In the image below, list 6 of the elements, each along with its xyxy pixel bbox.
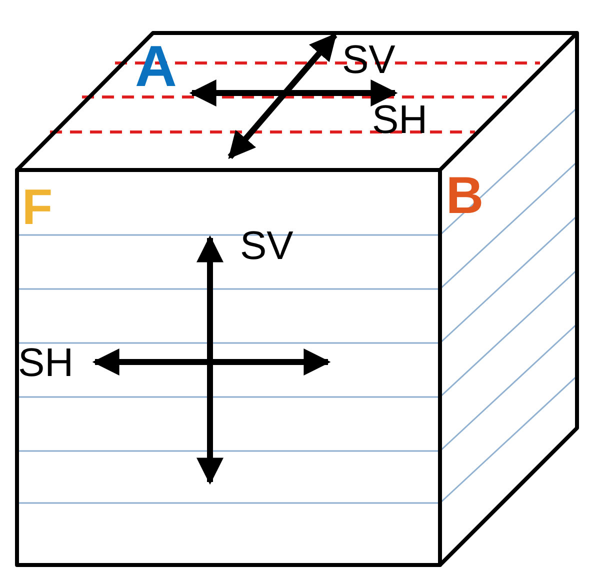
face-label: B	[446, 170, 484, 222]
wave-label: SH	[18, 343, 74, 383]
face-label: A	[135, 38, 177, 96]
wave-label: SV	[240, 226, 294, 266]
face-label: F	[22, 182, 53, 232]
wave-label: SV	[342, 40, 396, 80]
